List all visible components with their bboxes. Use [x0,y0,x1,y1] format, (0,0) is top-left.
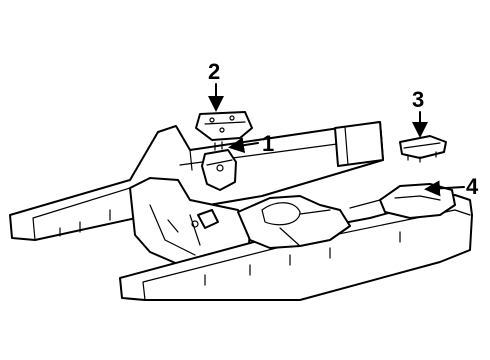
callout-1-label: 1 [262,131,274,156]
right-side-rail [119,194,473,301]
frame-assembly [9,121,473,301]
callout-2: 2 [208,59,224,112]
callout-2-label: 2 [208,59,220,84]
callout-4-label: 4 [466,174,479,199]
callout-1: 1 [228,131,274,156]
engine-mount [201,141,237,191]
callout-3: 3 [412,87,428,138]
frame-clamp [197,209,219,229]
callout-3-label: 3 [412,87,424,112]
transmission-mount [399,135,447,163]
callout-4: 4 [424,174,479,199]
upper-mount-bracket [195,111,253,141]
